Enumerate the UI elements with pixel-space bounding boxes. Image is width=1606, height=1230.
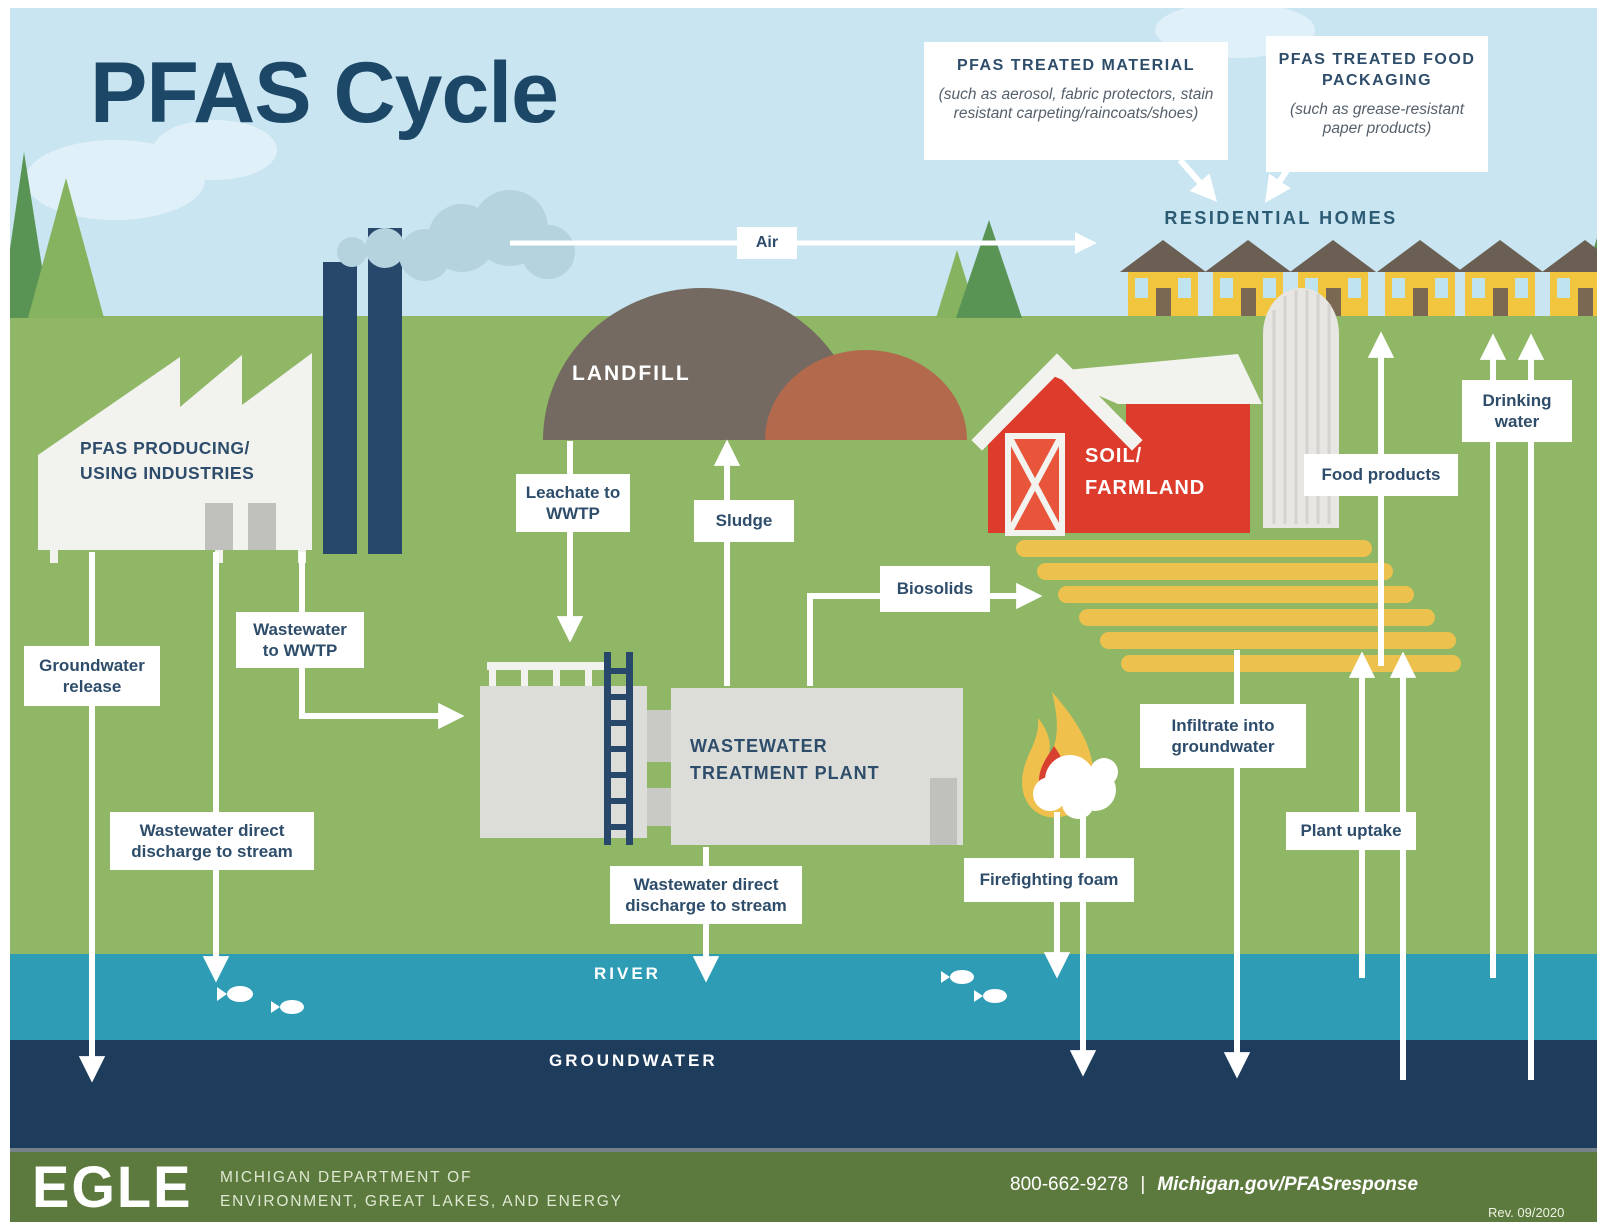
river-label: RIVER — [594, 964, 661, 983]
factory-illustration — [38, 190, 575, 563]
treated-material-arrow — [1177, 158, 1217, 202]
landfill-illustration — [543, 288, 967, 440]
biosolids-label: Biosolids — [880, 566, 990, 612]
soil-farmland-label: SOIL/ FARMLAND — [1085, 445, 1206, 499]
residential-homes-label: RESIDENTIAL HOMES — [1164, 208, 1398, 228]
leachate-label: Leachate to WWTP — [516, 474, 630, 532]
website-link: Michigan.gov/PFASresponse — [1157, 1174, 1419, 1195]
discharge-center-label: Wastewater direct discharge to stream — [610, 866, 802, 924]
plant-uptake-label: Plant uptake — [1286, 812, 1416, 850]
callout-title: PFAS TREATED FOOD PACKAGING — [1278, 51, 1476, 89]
fish-icons — [217, 970, 1007, 1014]
crop-rows — [1016, 540, 1461, 672]
house — [1542, 240, 1606, 316]
house — [1205, 240, 1291, 316]
flame-icon — [1022, 692, 1118, 819]
department-line2: ENVIRONMENT, GREAT LAKES, AND ENERGY — [220, 1193, 623, 1211]
drinking-water-label: Drinking water — [1462, 380, 1572, 442]
frame-top — [0, 0, 1606, 8]
wwtp-illustration — [480, 652, 963, 845]
silo-illustration — [1263, 288, 1339, 528]
house — [1377, 240, 1463, 316]
wwtp-label: WASTEWATER TREATMENT PLANT — [690, 736, 880, 783]
callout-pfas-treated-material: PFAS TREATED MATERIAL (such as aerosol, … — [924, 42, 1228, 160]
callout-subtitle: (such as aerosol, fabric protectors, sta… — [938, 85, 1214, 123]
discharge-left-label: Wastewater direct discharge to stream — [110, 812, 314, 870]
house — [1120, 240, 1206, 316]
air-label: Air — [737, 227, 797, 259]
callout-pfas-treated-food-packaging: PFAS TREATED FOOD PACKAGING (such as gre… — [1266, 36, 1488, 172]
department-name: MICHIGAN DEPARTMENT OF ENVIRONMENT, GREA… — [220, 1166, 623, 1214]
landfill-label: LANDFILL — [572, 362, 691, 385]
separator: | — [1140, 1174, 1146, 1195]
sludge-label: Sludge — [694, 500, 794, 542]
frame-bottom — [0, 1222, 1606, 1230]
frame-left — [0, 0, 10, 1230]
firefighting-foam-label: Firefighting foam — [964, 858, 1134, 902]
wastewater-to-wwtp-arrow — [299, 552, 465, 730]
house — [1457, 240, 1543, 316]
food-products-label: Food products — [1304, 454, 1458, 496]
groundwater-release-label: Groundwater release — [24, 646, 160, 706]
egle-logo: EGLE — [32, 1153, 193, 1220]
industries-label: PFAS PRODUCING/ USING INDUSTRIES — [80, 438, 255, 484]
callout-subtitle: (such as grease-resistant paper products… — [1289, 100, 1465, 137]
callout-title: PFAS TREATED MATERIAL — [956, 57, 1195, 74]
groundwater-label: GROUNDWATER — [549, 1051, 718, 1070]
page-title: PFAS Cycle — [90, 45, 559, 141]
phone-number: 800-662-9278 — [1010, 1174, 1129, 1195]
department-line1: MICHIGAN DEPARTMENT OF — [220, 1169, 473, 1186]
barn-illustration — [971, 353, 1262, 536]
infiltrate-label: Infiltrate into groundwater — [1140, 704, 1306, 768]
wastewater-to-wwtp-label: Wastewater to WWTP — [236, 612, 364, 668]
frame-right — [1597, 0, 1606, 1230]
revision-date: Rev. 09/2020 — [1488, 1205, 1565, 1220]
footer-contact: 800-662-9278 | Michigan.gov/PFASresponse — [1010, 1174, 1418, 1196]
